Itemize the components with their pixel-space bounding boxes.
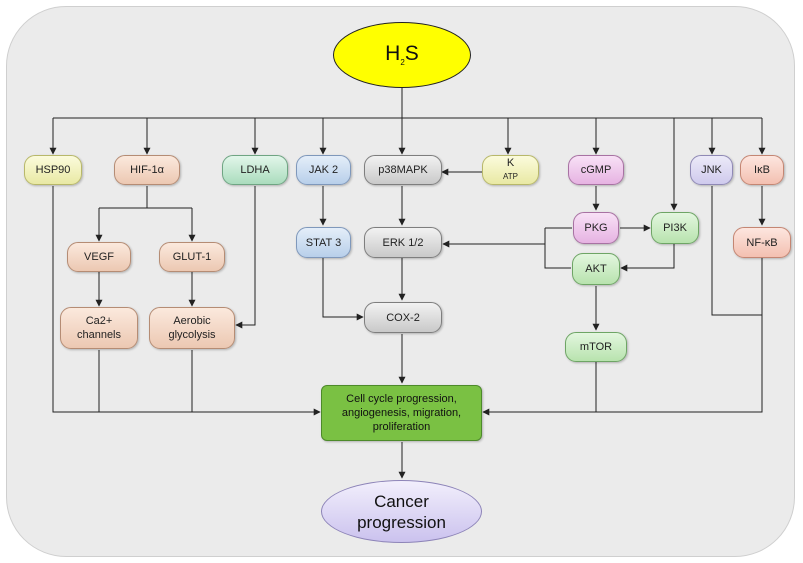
- arrow-pi3k-to-akt: [620, 244, 675, 272]
- h2s-tail: S: [404, 42, 419, 66]
- node-ikb: IκB: [740, 155, 784, 185]
- node-katp-sub: ATP: [503, 172, 518, 181]
- hif1a-branch: [99, 186, 192, 209]
- arrow-right-to-outcome: [482, 258, 763, 416]
- h2s-main: H: [385, 42, 401, 66]
- h2s-subscript: 2: [400, 58, 405, 68]
- arrow-stat3-to-cox2: [322, 258, 364, 321]
- node-pi3k-label: PI3K: [663, 222, 687, 234]
- node-p38mapk-label: p38MAPK: [378, 164, 428, 176]
- node-jak2-label: JAK 2: [308, 164, 339, 176]
- node-vegf: VEGF: [67, 242, 131, 272]
- node-katp-main: K: [506, 157, 515, 169]
- node-nfkb-label: NF-κB: [746, 236, 778, 249]
- node-pkg-label: PKG: [584, 222, 608, 234]
- node-akt-label: AKT: [585, 263, 607, 275]
- node-ikb-label: IκB: [754, 164, 770, 176]
- node-cox2: COX-2: [364, 302, 442, 333]
- node-aerobic-glycolysis: Aerobic glycolysis: [149, 307, 235, 349]
- node-jak2: JAK 2: [296, 155, 351, 185]
- node-cox2-label: COX-2: [386, 311, 420, 324]
- node-vegf-label: VEGF: [84, 251, 114, 263]
- cancer-progression-label: Cancer progression: [357, 491, 446, 532]
- diagram-background: [6, 6, 795, 557]
- node-mtor-label: mTOR: [579, 341, 613, 353]
- node-katp: K ATP: [482, 155, 539, 185]
- node-aerobic-label: Aerobic glycolysis: [168, 315, 216, 341]
- node-glut1: GLUT-1: [159, 242, 225, 272]
- arrow-ldha-to-aerobic: [235, 186, 256, 329]
- node-erk12: ERK 1/2: [364, 227, 442, 258]
- node-pkg: PKG: [573, 212, 619, 244]
- node-stat3: STAT 3: [296, 227, 351, 258]
- h2s-source: H2S: [333, 22, 471, 88]
- node-mtor: mTOR: [565, 332, 627, 362]
- outcome-box: Cell cycle progression, angiogenesis, mi…: [321, 385, 482, 441]
- cancer-progression: Cancer progression: [321, 480, 482, 543]
- outcome-label: Cell cycle progression, angiogenesis, mi…: [341, 393, 462, 433]
- node-erk12-label: ERK 1/2: [382, 236, 424, 249]
- node-hif1a: HIF-1α: [114, 155, 180, 185]
- node-ca2-channels: Ca2+ channels: [60, 307, 138, 349]
- node-glut1-label: GLUT-1: [172, 251, 212, 263]
- node-ldha: LDHA: [222, 155, 288, 185]
- pkg-akt-junction: [544, 227, 572, 269]
- node-ldha-label: LDHA: [240, 164, 270, 176]
- node-hsp90-label: HSP90: [35, 164, 71, 176]
- node-p38mapk: p38MAPK: [364, 155, 442, 185]
- node-cgmp-label: cGMP: [580, 164, 612, 176]
- node-ca2-label: Ca2+ channels: [76, 315, 122, 341]
- node-nfkb: NF-κB: [733, 227, 791, 258]
- node-jnk: JNK: [690, 155, 733, 185]
- node-akt: AKT: [572, 253, 620, 285]
- node-pi3k: PI3K: [651, 212, 699, 244]
- arrow-left-to-outcome: [52, 186, 321, 416]
- node-hsp90: HSP90: [24, 155, 82, 185]
- h2s-label: H2S: [385, 42, 419, 67]
- node-stat3-label: STAT 3: [305, 236, 342, 249]
- node-hif1a-label: HIF-1α: [130, 164, 164, 176]
- jnk-feeder: [711, 186, 762, 316]
- node-katp-label: K ATP: [503, 156, 518, 184]
- node-jnk-label: JNK: [701, 164, 722, 176]
- node-cgmp: cGMP: [568, 155, 624, 185]
